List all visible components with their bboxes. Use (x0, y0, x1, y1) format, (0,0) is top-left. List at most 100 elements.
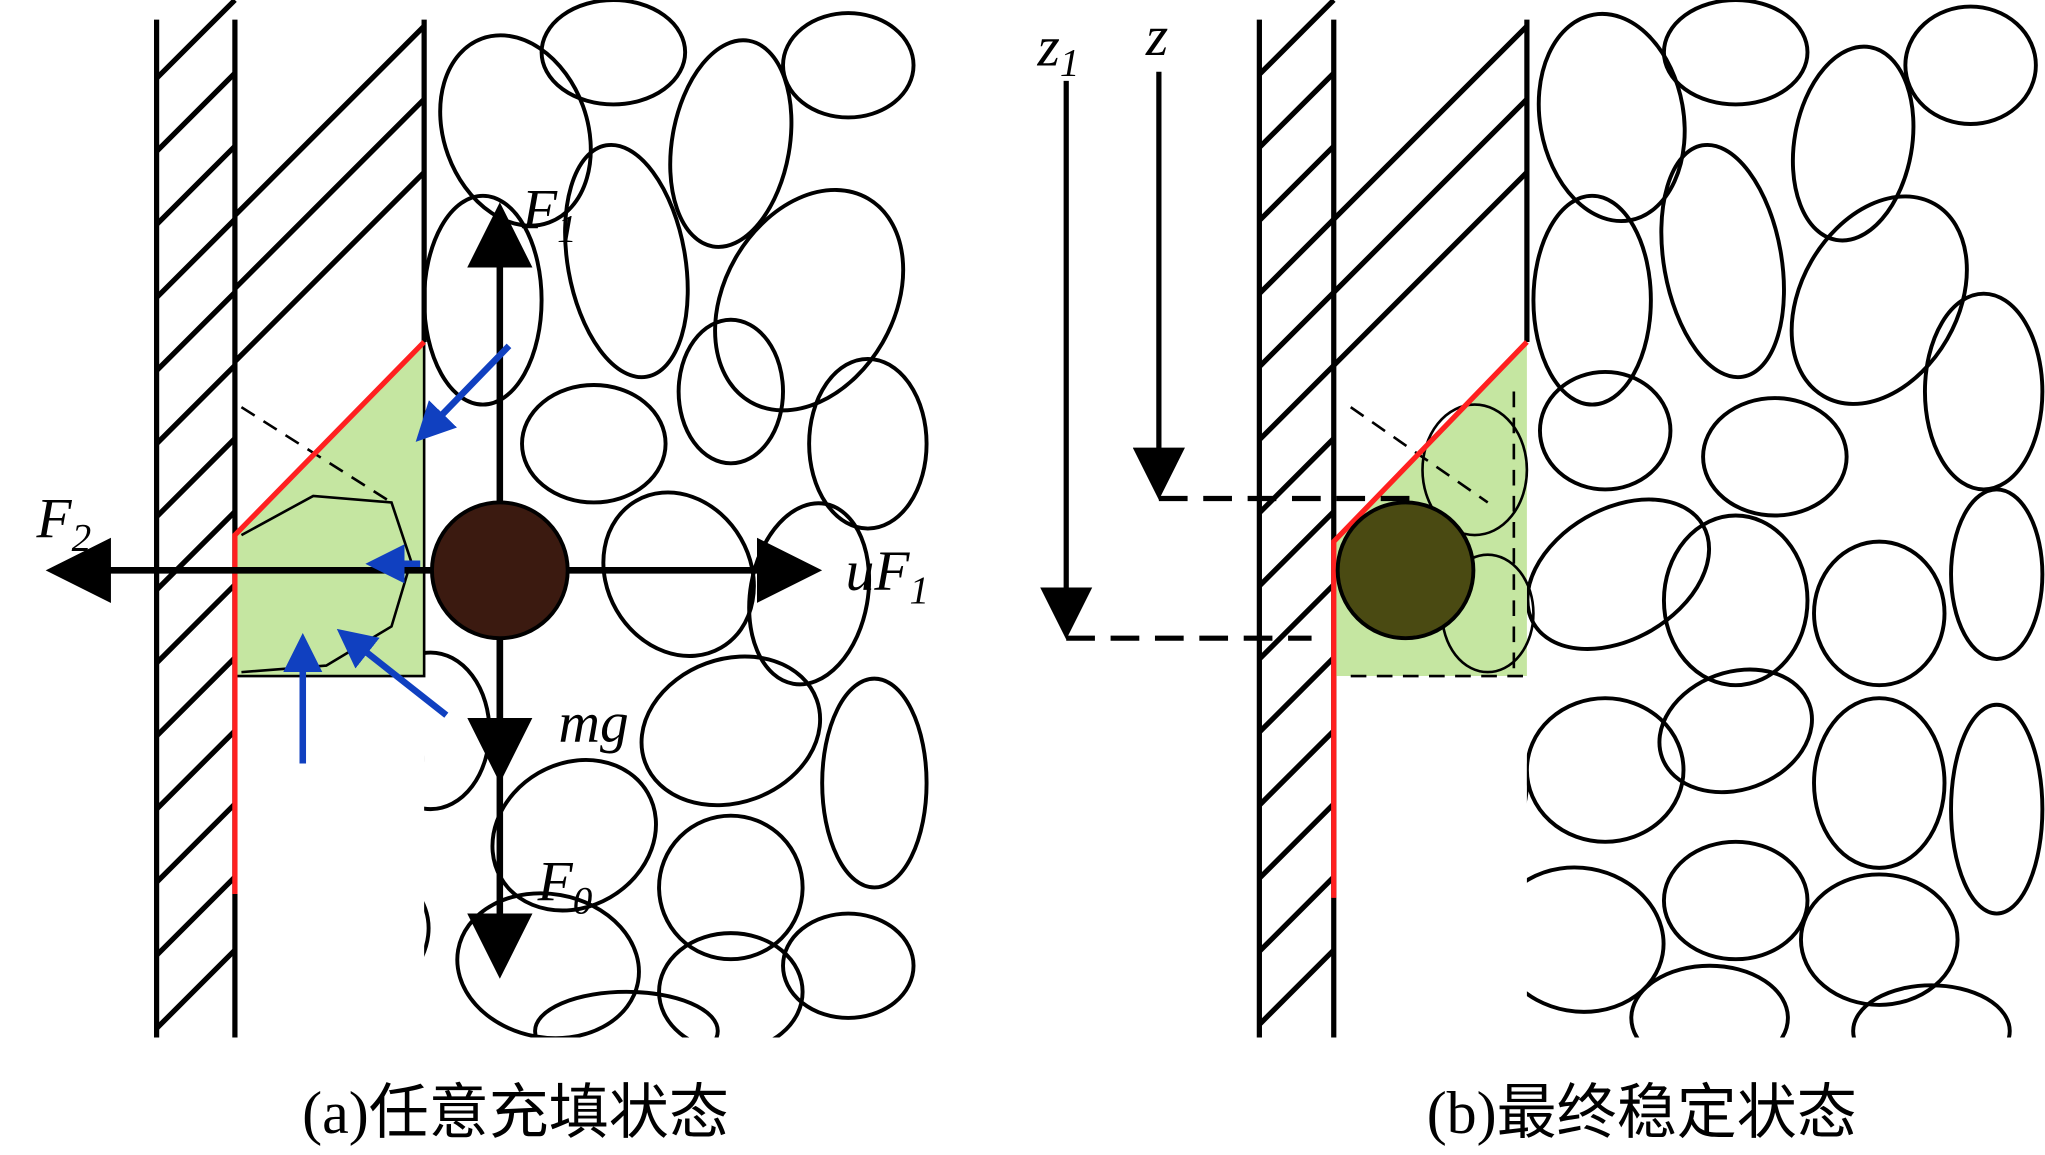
pebble (657, 813, 805, 962)
hatch-line (1257, 436, 1336, 515)
hatch-line (1257, 217, 1336, 296)
granular-particles-a (424, 0, 929, 1038)
hatch-line (1331, 97, 1529, 295)
pebble (1851, 983, 2012, 1038)
pebble (1812, 696, 1947, 870)
pebble (1526, 689, 1529, 877)
pebble (1661, 513, 1810, 688)
pebble (1903, 4, 2038, 126)
pebble (1657, 667, 1814, 795)
pebble (1659, 142, 1786, 380)
hatch-line (233, 24, 426, 218)
label-F0: F (537, 850, 574, 913)
pebble (657, 931, 805, 1038)
hatch-line (154, 875, 237, 958)
hatch-line (1257, 363, 1336, 442)
pebble (676, 317, 785, 466)
hatch-line (1257, 509, 1336, 588)
contact-force-arrows (283, 343, 512, 764)
pebble (1789, 194, 1969, 406)
label-mg: mg (559, 691, 629, 754)
hatch-line (1257, 802, 1336, 881)
pebble (1526, 497, 1712, 651)
hatch-line (154, 363, 237, 446)
hatch-line (233, 170, 426, 364)
pebble (1701, 396, 1849, 518)
granular-particles-b (1314, 0, 2045, 1038)
boundary-line-b (1331, 340, 1529, 898)
hatch-line (154, 948, 237, 1031)
pebble (1661, 839, 1810, 962)
svg-text:z1: z1 (1037, 15, 1080, 84)
pebble (1314, 852, 1506, 1028)
pebble (539, 0, 688, 107)
pebble (1922, 291, 2045, 492)
pebble (1537, 369, 1673, 492)
pebble (533, 989, 720, 1038)
pebble (781, 11, 916, 120)
pebble (639, 654, 823, 808)
hatch-line (1257, 290, 1336, 369)
hatch-line (1257, 728, 1336, 808)
pebble (1526, 696, 1686, 844)
hatch-line (154, 655, 237, 738)
svg-text:F2: F2 (36, 488, 92, 560)
label-uF1: uF (846, 540, 911, 603)
displacement-arrows (1040, 71, 1423, 641)
pebble (438, 33, 593, 228)
hatch-line (1257, 582, 1336, 661)
pebble (1661, 0, 1810, 107)
boundary-line-a (232, 340, 427, 894)
hatch-line (154, 802, 237, 885)
label-z: z (1145, 5, 1168, 68)
label-F2: F (36, 488, 73, 551)
hatch-line (1257, 875, 1336, 954)
svg-text:F1: F1 (521, 178, 577, 250)
hatch-line (154, 144, 237, 227)
hatch-line (154, 0, 237, 81)
hatch-line (154, 728, 237, 811)
hatch-line (154, 509, 237, 592)
pebble (1798, 872, 1960, 1007)
pebble (1536, 11, 1687, 224)
hatch-line (154, 582, 237, 665)
caption-b: (b)最终稳定状态 (1427, 1080, 1857, 1146)
pebble (424, 193, 544, 407)
hatch-line (1257, 0, 1336, 77)
hatch-line (1331, 170, 1529, 368)
pebble (747, 501, 872, 687)
particle-b (1335, 500, 1476, 641)
pebble (1790, 44, 1916, 243)
pebble (424, 863, 431, 1016)
hatch-line (1257, 144, 1336, 223)
hatch-line (154, 290, 237, 373)
svg-text:F0: F0 (537, 850, 593, 922)
pebble (1526, 865, 1666, 1014)
hatch-line (233, 97, 426, 291)
pebble (601, 490, 756, 658)
hatch-line (1257, 71, 1336, 150)
pebble (820, 676, 929, 890)
pebble (1949, 702, 2045, 916)
caption-a: (a)任意充填状态 (302, 1080, 729, 1146)
hatch-line (1257, 655, 1336, 734)
hatch-line (1331, 24, 1529, 222)
label-z1: z (1037, 15, 1060, 78)
pebble (1531, 193, 1653, 407)
pebble (1949, 487, 2045, 662)
label-F1: F (521, 178, 558, 241)
pebble (1812, 539, 1947, 688)
pebble (520, 383, 668, 505)
pebble (668, 38, 794, 249)
pebble (781, 911, 916, 1020)
pebble (563, 142, 690, 380)
pebble (1629, 963, 1790, 1038)
hatch-line (154, 71, 237, 154)
hatch-line (154, 436, 237, 519)
pebble (713, 188, 906, 413)
hatch-line (154, 217, 237, 300)
hatch-line (1257, 948, 1336, 1027)
particle-a (430, 500, 570, 641)
pebble (807, 356, 929, 531)
